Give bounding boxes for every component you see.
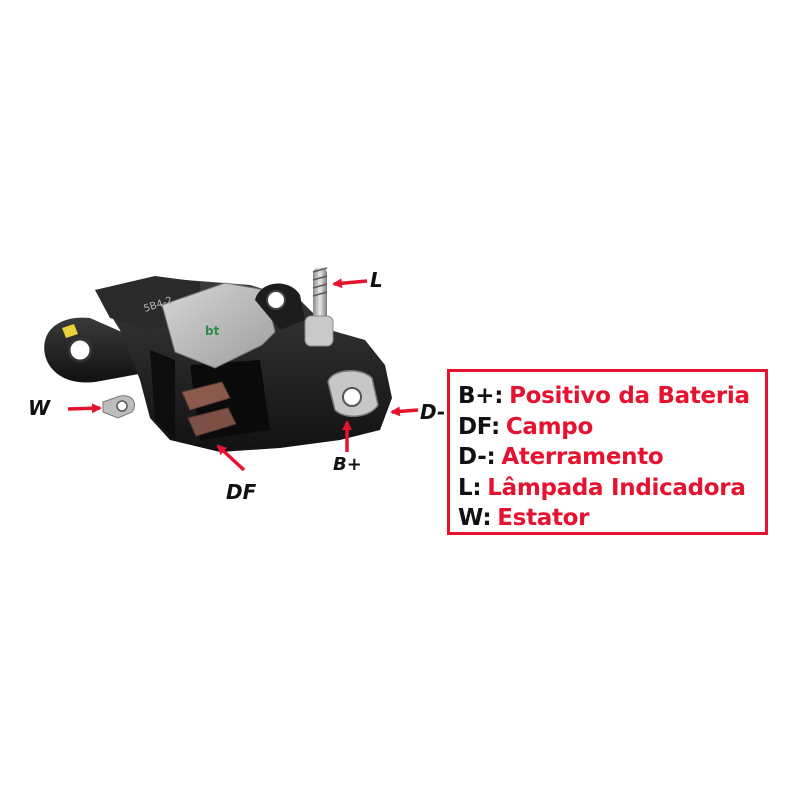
body-shadow [150, 350, 175, 440]
legend-value: Aterramento [501, 444, 664, 470]
terminal-label-d-minus: D- [420, 400, 446, 424]
legend-key: L: [458, 474, 482, 501]
legend-value: Estator [497, 505, 590, 531]
heat-sink-plate [161, 282, 276, 369]
arrow-df [216, 444, 246, 472]
arrow-l [332, 278, 368, 289]
legend-value: Campo [505, 413, 593, 440]
legend-row-l: L: Lâmpada Indicadora [458, 475, 765, 506]
legend-value: Positivo da Bateria [509, 383, 750, 409]
legend-key: W: [458, 505, 492, 531]
w-hole [116, 400, 128, 412]
terminal-label-df: DF [226, 480, 257, 504]
mounting-hole [67, 337, 93, 363]
l-terminal-stud [313, 268, 327, 323]
yellow-paint-mark [62, 324, 78, 338]
legend-row-df: DF: Campo [458, 414, 765, 445]
terminal-label-b-plus: B+ [333, 454, 362, 475]
stud-base [304, 315, 334, 347]
arrow-d-minus [390, 406, 419, 417]
legend-key: D-: [458, 444, 496, 470]
upper-hole [266, 290, 286, 310]
legend-row-d-minus: D-: Aterramento [458, 444, 765, 475]
terminal-label-w: W [28, 396, 51, 420]
brush-lower [187, 407, 237, 437]
brush-upper [181, 381, 231, 411]
legend-value: Lâmpada Indicadora [487, 474, 746, 501]
terminal-legend: B+: Positivo da Bateria DF: Campo D-: At… [447, 369, 768, 535]
legend-row-b-plus: B+: Positivo da Bateria [458, 383, 765, 414]
terminal-label-l: L [370, 268, 383, 292]
legend-key: DF: [458, 413, 500, 440]
logo-mark: bt [205, 324, 220, 338]
arrow-w [67, 403, 102, 414]
stud-thread [312, 267, 328, 297]
legend-key: B+: [458, 383, 504, 409]
b-plus-hole [342, 387, 362, 407]
legend-row-w: W: Estator [458, 505, 765, 536]
